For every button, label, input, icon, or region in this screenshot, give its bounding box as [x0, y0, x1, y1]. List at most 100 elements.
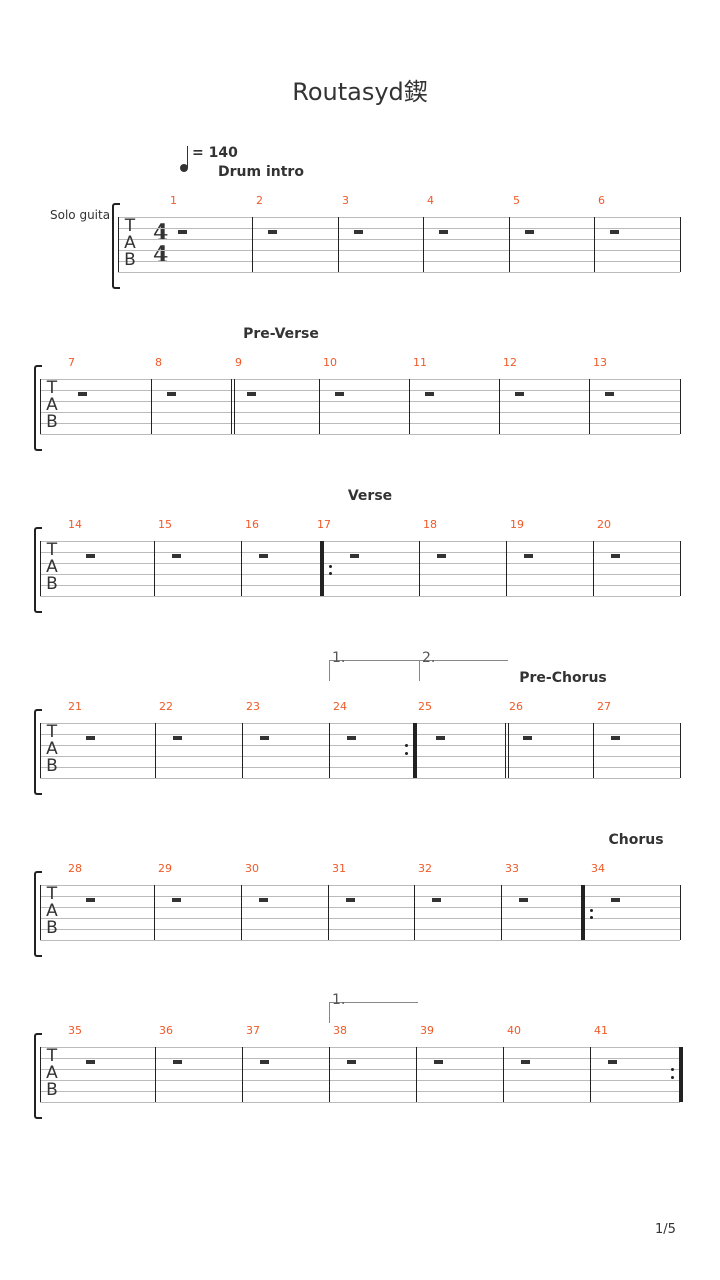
measure-number: 26 [509, 700, 523, 713]
whole-rest-icon [335, 392, 344, 396]
barline [414, 885, 415, 940]
measure-number: 4 [427, 194, 434, 207]
double-barline [234, 379, 235, 434]
barline [154, 541, 155, 596]
measure-number: 29 [158, 862, 172, 875]
measure-number: 1 [170, 194, 177, 207]
measure-number: 17 [317, 518, 331, 531]
staff-line [40, 596, 680, 597]
whole-rest-icon [515, 392, 524, 396]
staff-line [40, 907, 680, 908]
system-bracket [34, 1033, 42, 1119]
whole-rest-icon [78, 392, 87, 396]
measure-number: 10 [323, 356, 337, 369]
measure-number: 20 [597, 518, 611, 531]
barline [328, 885, 329, 940]
tab-clef-letter: T [46, 540, 58, 560]
time-signature-bottom: 4 [153, 242, 169, 268]
measure-number: 38 [333, 1024, 347, 1037]
whole-rest-icon [611, 898, 620, 902]
tab-clef-letter: T [46, 884, 58, 904]
repeat-dot [671, 1068, 674, 1071]
staff-line [40, 734, 680, 735]
whole-rest-icon [347, 1060, 356, 1064]
repeat-end-barline [413, 723, 417, 778]
whole-rest-icon [523, 736, 532, 740]
staff-line [40, 401, 680, 402]
barline [40, 1047, 41, 1102]
measure-number: 18 [423, 518, 437, 531]
whole-rest-icon [86, 898, 95, 902]
whole-rest-icon [437, 554, 446, 558]
barline [151, 379, 152, 434]
whole-rest-icon [354, 230, 363, 234]
barline [329, 1047, 330, 1102]
measure-number: 11 [413, 356, 427, 369]
staff-line [40, 552, 680, 553]
section-label: Pre-Chorus [519, 670, 607, 686]
barline [506, 541, 507, 596]
staff-line [40, 379, 680, 380]
system-bracket [34, 527, 42, 613]
measure-number: 28 [68, 862, 82, 875]
barline [680, 541, 681, 596]
whole-rest-icon [425, 392, 434, 396]
whole-rest-icon [611, 736, 620, 740]
measure-number: 13 [593, 356, 607, 369]
tab-clef-letter: T [124, 216, 136, 236]
tempo-note-icon [180, 164, 188, 172]
staff-line [118, 250, 680, 251]
measure-number: 30 [245, 862, 259, 875]
measure-number: 9 [235, 356, 242, 369]
tab-clef-letter: T [46, 1046, 58, 1066]
barline [155, 1047, 156, 1102]
whole-rest-icon [519, 898, 528, 902]
barline [501, 885, 502, 940]
staff-line [40, 929, 680, 930]
whole-rest-icon [167, 392, 176, 396]
barline [416, 1047, 417, 1102]
barline [680, 885, 681, 940]
tab-clef-letter: A [46, 739, 58, 759]
measure-number: 41 [594, 1024, 608, 1037]
staff-line [40, 1091, 680, 1092]
whole-rest-icon [610, 230, 619, 234]
measure-number: 33 [505, 862, 519, 875]
whole-rest-icon [178, 230, 187, 234]
barline [40, 379, 41, 434]
volta-bracket [329, 660, 420, 681]
tab-clef-letter: B [46, 918, 58, 938]
whole-rest-icon [259, 554, 268, 558]
whole-rest-icon [608, 1060, 617, 1064]
whole-rest-icon [260, 736, 269, 740]
whole-rest-icon [86, 1060, 95, 1064]
barline [329, 723, 330, 778]
measure-number: 6 [598, 194, 605, 207]
whole-rest-icon [525, 230, 534, 234]
tab-clef-letter: A [46, 901, 58, 921]
volta-label: 1. [332, 992, 346, 1008]
repeat-dot [405, 744, 408, 747]
staff-line [40, 541, 680, 542]
staff-line [40, 423, 680, 424]
staff-line [40, 918, 680, 919]
time-signature-top: 4 [153, 220, 169, 246]
measure-number: 5 [513, 194, 520, 207]
barline [593, 723, 594, 778]
system-bracket [34, 365, 42, 451]
measure-number: 23 [246, 700, 260, 713]
repeat-dot [329, 572, 332, 575]
volta-bracket [329, 1002, 418, 1023]
barline [155, 723, 156, 778]
section-label: Verse [347, 488, 393, 504]
volta-bracket [419, 660, 508, 681]
whole-rest-icon [347, 736, 356, 740]
measure-number: 8 [155, 356, 162, 369]
staff-line [40, 1047, 680, 1048]
tab-clef-letter: A [46, 395, 58, 415]
barline [680, 217, 681, 272]
repeat-dot [671, 1076, 674, 1079]
whole-rest-icon [173, 736, 182, 740]
barline [505, 723, 506, 778]
tab-clef-letter: B [46, 412, 58, 432]
